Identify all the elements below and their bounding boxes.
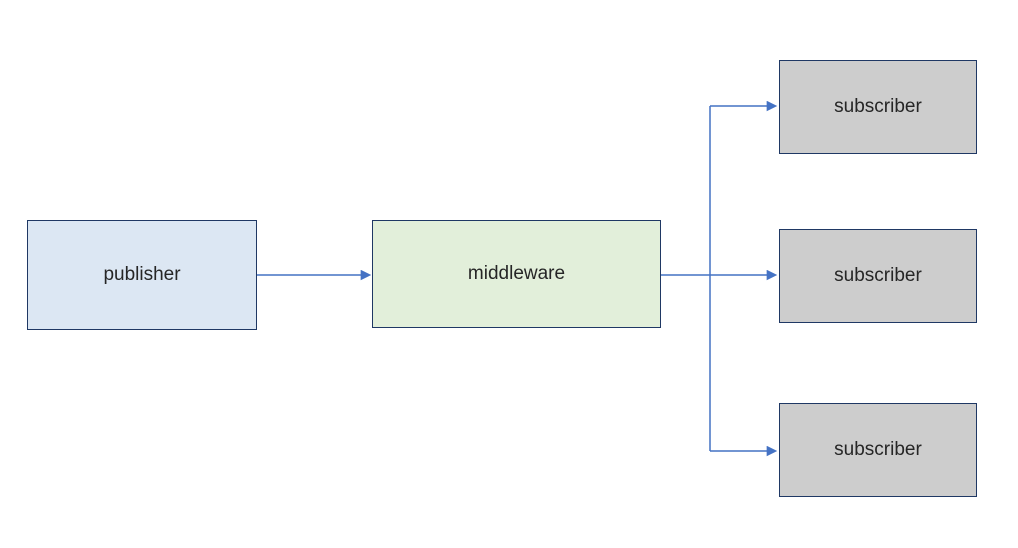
node-subscriber-2-label: subscriber	[834, 265, 922, 286]
node-subscriber-3-label: subscriber	[834, 439, 922, 460]
node-publisher-label: publisher	[103, 264, 181, 285]
node-middleware[interactable]: middleware	[372, 220, 661, 328]
node-subscriber-1-label: subscriber	[834, 96, 922, 117]
node-subscriber-3[interactable]: subscriber	[779, 403, 977, 497]
node-subscriber-2[interactable]: subscriber	[779, 229, 977, 323]
node-subscriber-1[interactable]: subscriber	[779, 60, 977, 154]
node-publisher[interactable]: publisher	[27, 220, 257, 330]
node-middleware-label: middleware	[467, 263, 566, 284]
